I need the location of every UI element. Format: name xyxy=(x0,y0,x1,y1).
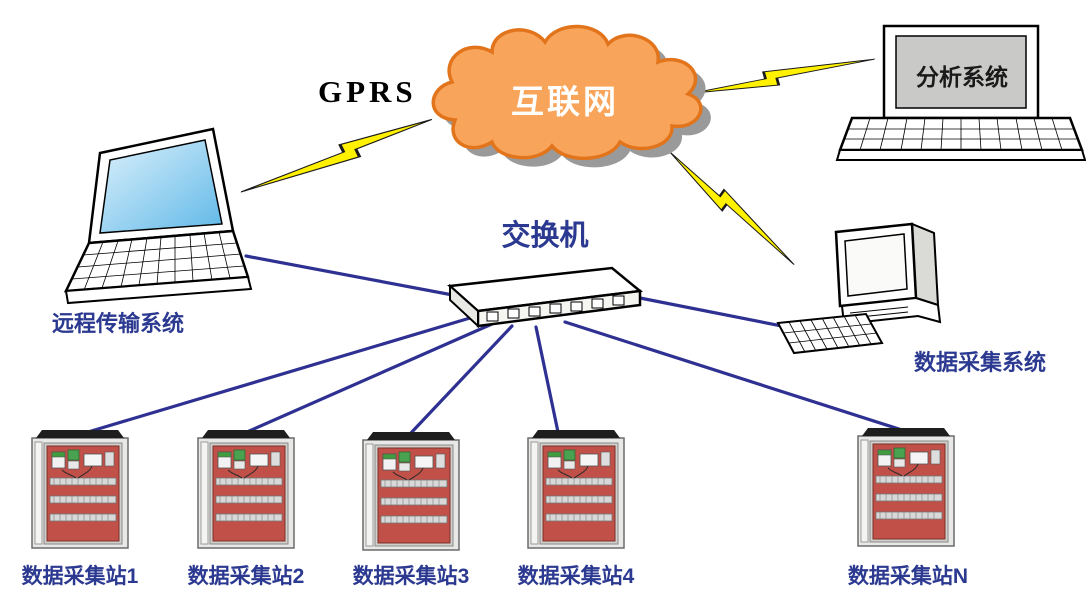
switch-side xyxy=(449,283,479,329)
link-switch-station-2 xyxy=(245,322,494,434)
laptop-analysis-system xyxy=(835,24,1086,161)
port xyxy=(486,311,499,322)
link-switch-remote xyxy=(244,254,460,298)
monitor-screen xyxy=(844,233,908,297)
port xyxy=(528,306,541,317)
link-switch-station-4 xyxy=(534,325,560,434)
link-switch-daq xyxy=(638,296,804,332)
port xyxy=(591,298,604,309)
switch-links xyxy=(86,254,904,436)
laptop-remote-transmission xyxy=(63,127,253,305)
cabinet-station-4 xyxy=(527,429,625,549)
lightning-internet-daq xyxy=(657,149,807,266)
station-4-label: 数据采集站4 xyxy=(517,565,635,588)
laptop-front-lip xyxy=(64,275,253,305)
station-n-label: 数据采集站N xyxy=(847,565,969,588)
link-switch-station-3 xyxy=(408,324,514,436)
cabinet-station-3 xyxy=(362,431,460,551)
link-switch-station-1 xyxy=(86,316,472,434)
switch-ports xyxy=(486,295,625,322)
station-3-label: 数据采集站3 xyxy=(352,565,470,588)
keyboard-keys xyxy=(844,117,1078,151)
lightning-internet-analysis xyxy=(691,40,876,111)
internet-cloud xyxy=(431,24,711,168)
station-1-label: 数据采集站1 xyxy=(21,565,139,588)
desktop-data-acquisition xyxy=(776,222,942,355)
port xyxy=(612,295,625,306)
link-switch-station-n xyxy=(563,320,904,432)
network-switch xyxy=(447,266,644,329)
station-2-label: 数据采集站2 xyxy=(187,565,305,588)
keyboard-keys xyxy=(71,231,245,291)
lightning-remote-internet xyxy=(239,100,434,213)
analysis-system-label: 分析系统 xyxy=(916,64,1008,90)
gprs-label: GPRS xyxy=(318,74,417,109)
cabinet-station-1 xyxy=(31,429,129,549)
cabinet-station-2 xyxy=(197,429,295,549)
cloud-shape xyxy=(431,24,703,160)
laptop-front-lip xyxy=(835,149,1086,161)
laptop-screen xyxy=(99,139,223,234)
port xyxy=(570,301,583,312)
cabinet-station-n xyxy=(857,427,955,547)
switch-label: 交换机 xyxy=(501,220,589,252)
internet-cloud-label: 互联网 xyxy=(511,83,619,120)
remote-transmission-label: 远程传输系统 xyxy=(52,311,185,336)
port xyxy=(507,308,520,319)
laptop-screen xyxy=(895,35,1027,109)
data-acquisition-system-label: 数据采集系统 xyxy=(914,350,1047,375)
port xyxy=(549,303,562,314)
keyboard-keys xyxy=(782,314,878,353)
